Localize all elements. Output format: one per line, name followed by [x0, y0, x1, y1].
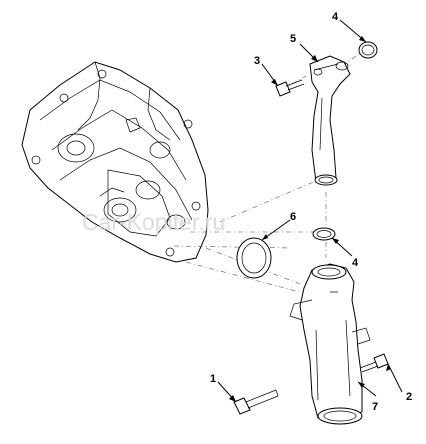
callout-2: 2 — [406, 391, 412, 403]
callout-5: 5 — [290, 33, 296, 45]
callout-7: 7 — [372, 401, 378, 413]
o-ring-lower — [312, 227, 336, 241]
callout-6: 6 — [290, 211, 296, 223]
bolt-upper — [275, 79, 305, 97]
lower-coolant-pipe — [289, 263, 371, 425]
leader-lines — [217, 19, 403, 403]
gasket-ring — [236, 237, 272, 279]
o-ring-upper — [358, 41, 378, 59]
callout-4-upper: 4 — [332, 11, 339, 23]
callout-3: 3 — [254, 55, 260, 67]
bolt-lower-right — [359, 353, 389, 373]
upper-coolant-pipe — [309, 55, 351, 186]
callout-4-lower: 4 — [352, 257, 359, 269]
transmission-housing — [21, 61, 209, 263]
callout-1: 1 — [210, 373, 216, 385]
watermark: Car-Kopiter.ru — [82, 209, 225, 235]
bolt-long — [233, 389, 279, 415]
